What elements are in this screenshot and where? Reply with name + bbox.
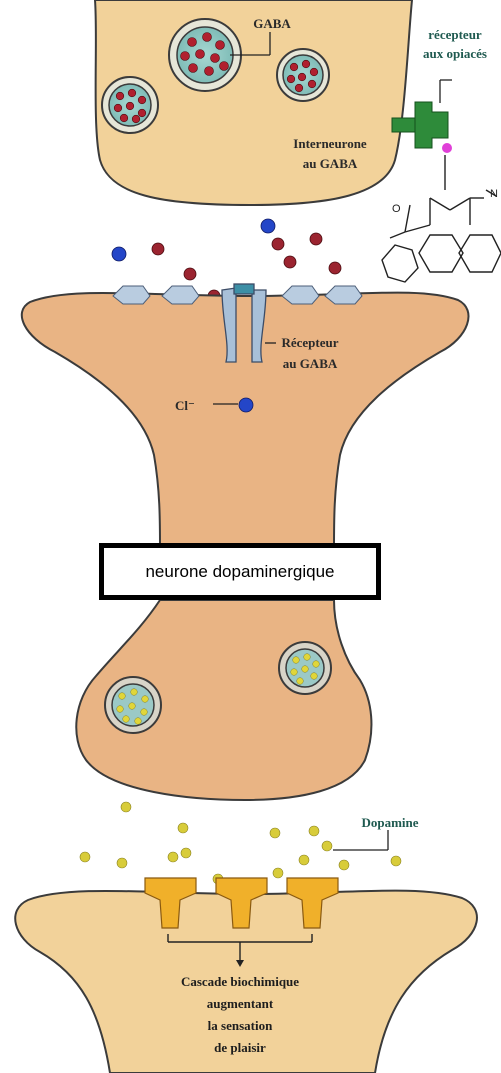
gaba-label: GABA <box>253 16 291 31</box>
chloride-label: Cl⁻ <box>175 398 195 413</box>
gaba-receptor-label-line2: au GABA <box>283 356 338 371</box>
dopamine-molecule <box>80 802 401 884</box>
opiate-molecule-icon: N O <box>382 155 501 282</box>
gaba-receptor-label-line1: Récepteur <box>281 335 338 350</box>
opiate-receptor-label-line2: aux opiacés <box>423 46 487 61</box>
gaba-vesicle <box>277 49 329 101</box>
dopamine-vesicle <box>105 677 161 733</box>
dopamine-vesicle <box>279 642 331 694</box>
cascade-label-line4: de plaisir <box>214 1040 266 1055</box>
cascade-label-line1: Cascade biochimique <box>181 974 299 989</box>
chloride-ion <box>112 219 275 261</box>
gaba-vesicle <box>102 77 158 133</box>
opiate-receptor-label-line1: récepteur <box>428 27 482 42</box>
cascade-label-line2: augmentant <box>207 996 274 1011</box>
dopaminergic-neuron-dendrite <box>22 293 469 548</box>
dopamine-label: Dopamine <box>361 815 418 830</box>
chloride-ion <box>239 398 253 412</box>
interneuron-label-line2: au GABA <box>303 156 358 171</box>
cascade-label-line3: la sensation <box>208 1018 273 1033</box>
dopaminergic-neuron-title-box: neurone dopaminergique <box>99 543 381 600</box>
dopaminergic-neuron-title: neurone dopaminergique <box>145 562 334 582</box>
svg-text:N: N <box>490 188 498 200</box>
svg-text:O: O <box>392 203 401 215</box>
interneuron-label-line1: Interneurone <box>293 136 367 151</box>
